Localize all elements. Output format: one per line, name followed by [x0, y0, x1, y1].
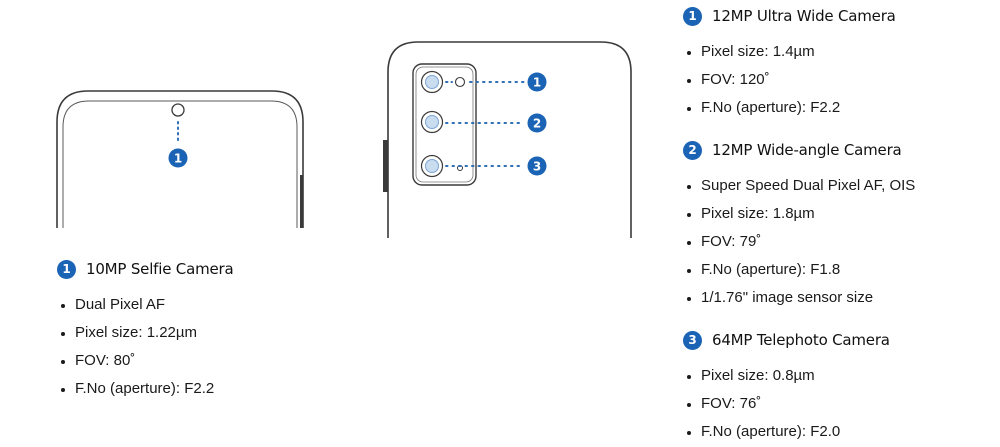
callout-1-rear [527, 72, 547, 92]
svg-text:3: 3 [533, 160, 541, 174]
spec-item: FOV: 80˚ [57, 347, 233, 375]
selfie-camera-icon [171, 103, 185, 117]
spec-item: Dual Pixel AF [57, 291, 233, 319]
spec-item: Pixel size: 1.4µm [683, 38, 896, 66]
spec-item: Super Speed Dual Pixel AF, OIS [683, 172, 915, 200]
callout-3-rear [527, 156, 547, 176]
spec-item: Pixel size: 1.22µm [57, 319, 233, 347]
camera-module [412, 63, 477, 186]
ultra-wide-camera-spec: 1 12MP Ultra Wide Camera Pixel size: 1.4… [683, 5, 896, 122]
telephoto-camera-heading: 3 64MP Telephoto Camera [683, 329, 890, 351]
wide-angle-camera-heading: 2 12MP Wide-angle Camera [683, 139, 915, 161]
spec-item: F.No (aperture): F2.2 [683, 94, 896, 122]
selfie-camera-heading: 1 10MP Selfie Camera [57, 258, 234, 280]
flash-icon [454, 76, 466, 88]
spec-item: FOV: 79˚ [683, 228, 915, 256]
svg-text:2: 2 [533, 117, 541, 131]
ultra-wide-camera-heading: 1 12MP Ultra Wide Camera [683, 5, 896, 27]
spec-item: 1/1.76" image sensor size [683, 284, 915, 312]
spec-item: FOV: 120˚ [683, 66, 896, 94]
number-badge-icon: 2 [683, 140, 702, 160]
selfie-camera-spec: 1 10MP Selfie Camera Dual Pixel AF Pixel… [57, 258, 234, 403]
spec-item: Pixel size: 0.8µm [683, 362, 890, 390]
telephoto-spec-list: Pixel size: 0.8µm FOV: 76˚ F.No (apertur… [683, 362, 890, 446]
callout-1-front [168, 148, 188, 168]
wide-angle-camera-title: 12MP Wide-angle Camera [712, 141, 902, 159]
spec-item: F.No (aperture): F2.2 [57, 375, 233, 403]
wide-angle-spec-list: Super Speed Dual Pixel AF, OIS Pixel siz… [683, 172, 915, 312]
ultra-wide-spec-list: Pixel size: 1.4µm FOV: 120˚ F.No (apertu… [683, 38, 896, 122]
svg-text:1: 1 [533, 76, 541, 90]
selfie-camera-title: 10MP Selfie Camera [86, 260, 234, 278]
svg-text:1: 1 [174, 152, 182, 166]
callout-2-rear [527, 113, 547, 133]
telephoto-camera-spec: 3 64MP Telephoto Camera Pixel size: 0.8µ… [683, 329, 890, 446]
ultra-wide-camera-title: 12MP Ultra Wide Camera [712, 7, 896, 25]
selfie-camera-spec-list: Dual Pixel AF Pixel size: 1.22µm FOV: 80… [57, 291, 233, 403]
phone-front-illustration: 1 [56, 90, 304, 228]
spec-item: F.No (aperture): F1.8 [683, 256, 915, 284]
phone-back-illustration: 1 2 3 [383, 41, 632, 238]
spec-item: F.No (aperture): F2.0 [683, 418, 890, 446]
telephoto-camera-title: 64MP Telephoto Camera [712, 331, 890, 349]
number-badge-icon: 3 [683, 330, 702, 350]
number-badge-icon: 1 [57, 259, 76, 279]
wide-angle-camera-spec: 2 12MP Wide-angle Camera Super Speed Dua… [683, 139, 915, 312]
number-badge-icon: 1 [683, 6, 702, 26]
spec-item: FOV: 76˚ [683, 390, 890, 418]
spec-item: Pixel size: 1.8µm [683, 200, 915, 228]
